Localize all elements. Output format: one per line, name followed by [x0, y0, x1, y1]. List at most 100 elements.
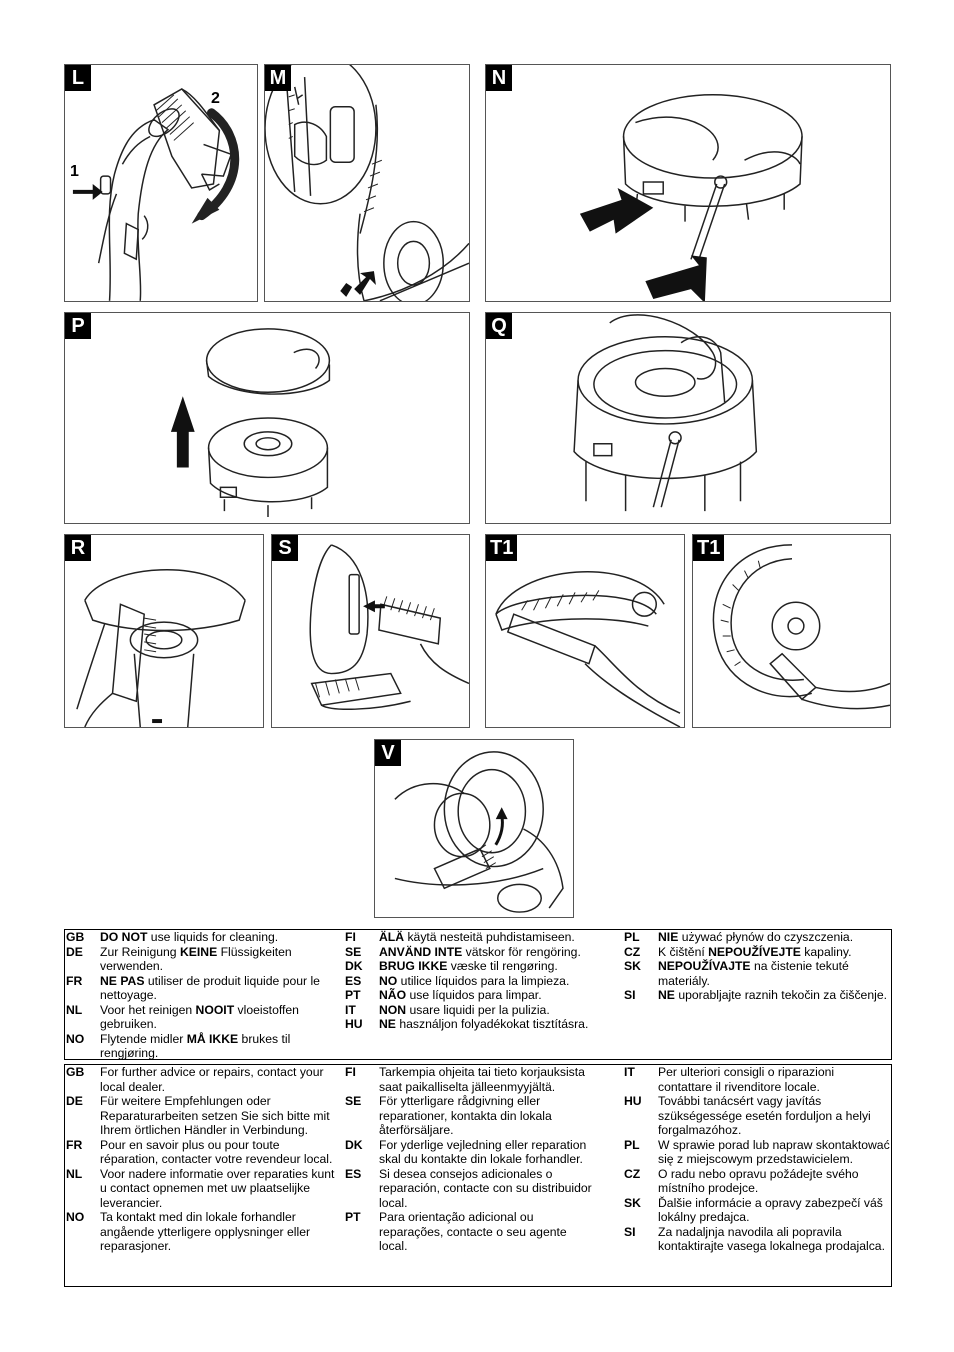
figure-n: N: [485, 64, 891, 302]
language-text: Voor het reinigen NOOIT vloeistoffen geb…: [100, 1003, 340, 1032]
emphasis-text: NE PAS: [100, 973, 145, 988]
emphasis-text: NON: [379, 1002, 407, 1017]
text-body: Ďalšie informácie a opravy zabezpečí váš…: [658, 1195, 883, 1225]
language-code: PT: [345, 988, 361, 1002]
emphasis-text: NIE: [658, 930, 679, 944]
language-text: ANVÄND INTE vätskor för rengöring.: [379, 945, 615, 960]
emphasis-text: KEINE: [179, 944, 218, 959]
language-text: NIE używać płynów do czyszczenia.: [658, 930, 890, 945]
text-body: væske til rengøring.: [447, 959, 558, 973]
language-code: CZ: [624, 944, 641, 959]
language-text: For yderlige vejledning eller reparation…: [379, 1138, 595, 1167]
language-code: NL: [66, 1166, 83, 1181]
text-body: brukes til rengjøring.: [100, 1031, 291, 1061]
handle-vent-cleaning-illustration: [309, 544, 469, 710]
language-code: SI: [624, 1224, 636, 1239]
language-code: IT: [624, 1065, 635, 1079]
language-code: SE: [345, 944, 362, 959]
emphasis-text: NE: [658, 988, 675, 1002]
no-liquids-column-3: PL NIE używać płynów do czyszczenia. CZ K č…: [624, 930, 890, 1003]
language-row-nl: NL Voor nadere informatie over reparaties…: [66, 1167, 340, 1211]
step-marker-1: 1: [70, 163, 79, 180]
language-row-se: SE ANVÄND INTE vätskor för rengöring.: [345, 945, 615, 960]
language-code: PT: [345, 1210, 361, 1224]
figure-label-t1-b: T1: [693, 535, 725, 561]
language-text: Voor nadere informatie over reparaties k…: [100, 1167, 340, 1211]
language-text: NON usare liquidi per la pulizia.: [379, 1003, 615, 1018]
language-text: Ta kontakt med din lokale forhandler ang…: [100, 1210, 340, 1254]
language-code: HU: [624, 1094, 642, 1108]
language-text: Za nadaljnja navodila ali popravila kont…: [658, 1225, 890, 1254]
emphasis-text: MÅ IKKE: [186, 1031, 239, 1046]
motor-housing-cleaning-illustration: [394, 751, 564, 913]
text-prefix: Flytende midler: [100, 1031, 187, 1046]
text-body: use liquids for cleaning.: [147, 930, 279, 944]
figure-p: P: [64, 312, 470, 524]
language-text: O radu nebo opravu požádejte svého místn…: [658, 1167, 890, 1196]
text-body: Para orientação adicional ou reparações,…: [379, 1210, 567, 1253]
text-body: Pour en savoir plus ou pour toute répara…: [100, 1137, 333, 1167]
language-text: W sprawie porad lub napraw skontaktować …: [658, 1138, 890, 1167]
language-code: FR: [66, 1137, 83, 1152]
guard-brush-cleaning-illustration: [76, 569, 246, 727]
emphasis-text: DO NOT: [100, 930, 148, 944]
language-code: FI: [345, 1065, 356, 1079]
figure-label-l: L: [65, 65, 91, 91]
language-row-no: NO Flytende midler MÅ IKKE brukes til ren…: [66, 1032, 340, 1061]
text-body: vätskor för rengöring.: [462, 944, 581, 959]
figure-s: S: [271, 534, 470, 728]
language-text: NÃO use líquidos para limpar.: [379, 988, 615, 1003]
emphasis-text: NOOIT: [195, 1002, 235, 1017]
text-body: További tanácsért vagy javítás szükséges…: [658, 1094, 871, 1137]
text-body: Voor nadere informatie over reparaties k…: [100, 1166, 335, 1210]
language-text: NO utilice líquidos para la limpieza.: [379, 974, 615, 989]
language-row-dk: DK For yderlige vejledning eller reparati…: [345, 1138, 595, 1167]
text-body: kapaliny.: [800, 944, 852, 959]
figure-r: R: [64, 534, 264, 728]
language-code: IT: [345, 1002, 356, 1017]
emphasis-text: BRUG IKKE: [379, 959, 448, 973]
text-prefix: K čištění: [658, 944, 709, 959]
language-row-it: IT NON usare liquidi per la pulizia.: [345, 1003, 615, 1018]
language-code: FI: [345, 930, 356, 944]
emphasis-text: ANVÄND INTE: [379, 944, 463, 959]
figure-label-t1-a: T1: [486, 535, 518, 561]
language-code: DK: [345, 1137, 363, 1152]
language-code: NO: [66, 1031, 85, 1046]
figure-l: L 1 2: [64, 64, 258, 302]
spool-line-insertion-illustration: [573, 314, 758, 512]
language-text: NE PAS utiliser de produit liquide pour …: [100, 974, 340, 1003]
language-code: SI: [624, 988, 636, 1002]
text-body: használjon folyadékokat tisztításra.: [395, 1017, 589, 1031]
language-row-pl: PL NIE używać płynów do czyszczenia.: [624, 930, 890, 945]
language-row-fr: FR Pour en savoir plus ou pour toute répa…: [66, 1138, 340, 1167]
emphasis-text: NE: [379, 1017, 396, 1031]
text-body: For yderlige vejledning eller reparation…: [379, 1137, 587, 1167]
spool-cover-removal-illustration: [579, 94, 803, 301]
language-text: DO NOT use liquids for cleaning.: [100, 930, 340, 945]
guard-ring-cleaning-illustration: [712, 544, 890, 710]
figure-v: V: [374, 739, 574, 918]
text-body: Per ulteriori consigli o riparazioni con…: [658, 1065, 835, 1094]
language-code: PL: [624, 930, 640, 944]
text-body: usare liquidi per la pulizia.: [406, 1002, 550, 1017]
language-code: DE: [66, 944, 83, 959]
language-code: SK: [624, 959, 641, 973]
language-row-hu: HU További tanácsért vagy javítás szükség…: [624, 1094, 890, 1138]
text-body: utiliser de produit liquide pour le nett…: [100, 973, 320, 1003]
emphasis-text: NO: [379, 973, 398, 988]
